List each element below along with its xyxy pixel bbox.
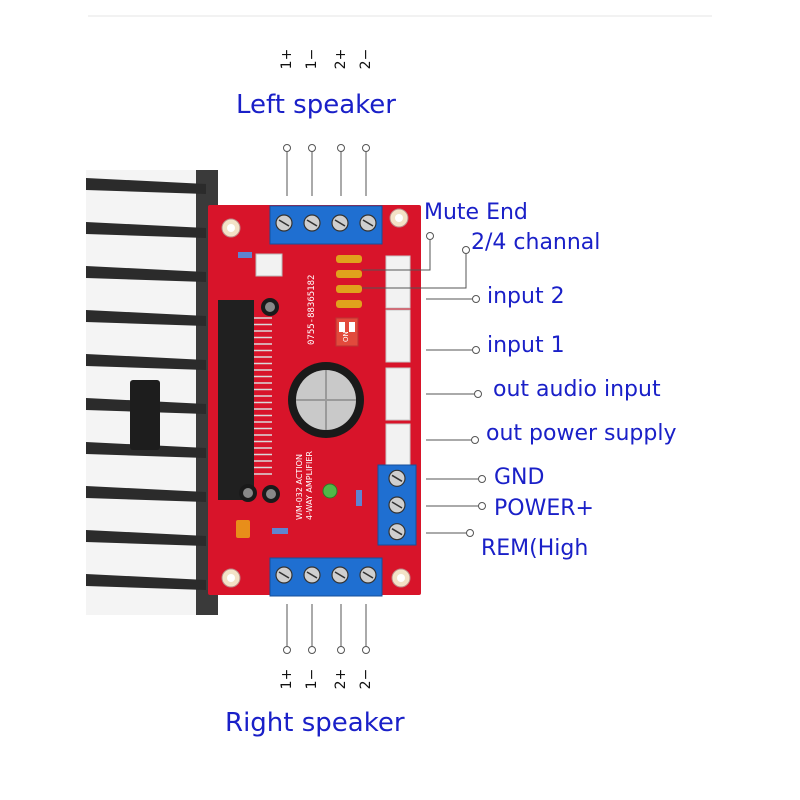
screw-slot — [306, 571, 318, 579]
screw-slot — [334, 571, 346, 579]
leader-dot — [308, 144, 316, 152]
power-terminal-block — [377, 464, 417, 546]
heatsink-fin — [86, 178, 206, 194]
left-speaker-title: Left speaker — [236, 90, 396, 120]
silk-subtitle: 4-WAY AMPLIFIER — [305, 451, 314, 520]
leader-dot — [472, 346, 480, 354]
heatsink-fin — [86, 574, 206, 590]
heatsink — [86, 170, 218, 615]
heatsink-fin — [86, 530, 206, 546]
leader-dot — [426, 232, 434, 240]
leader-dot — [478, 502, 486, 510]
out-power-label: out power supply — [486, 421, 677, 446]
heatsink-fin — [86, 354, 206, 370]
leader-dot — [472, 295, 480, 303]
leader-dot — [283, 646, 291, 654]
top-pin-label: 2− — [358, 48, 374, 70]
silk-model: WM-032 ACTION — [295, 454, 304, 520]
leader-dot — [337, 144, 345, 152]
heatsink-fin — [86, 266, 206, 282]
right-speaker-title: Right speaker — [225, 708, 405, 738]
top-terminal-block — [269, 205, 383, 245]
channel-label: 2/4 channal — [471, 230, 601, 255]
heatsink-fin — [86, 486, 206, 502]
silk-phone: 0755-88365182 — [307, 275, 317, 345]
leader-dot — [462, 246, 470, 254]
screw-slot — [362, 219, 374, 227]
leader-dot — [308, 646, 316, 654]
top-pin-label: 2+ — [333, 48, 349, 70]
rem-label: REM(High — [481, 536, 589, 561]
leader-dot — [471, 436, 479, 444]
bottom-terminal-block — [269, 557, 383, 597]
screw-slot — [391, 527, 403, 536]
bottom-pin-label: 1+ — [279, 668, 295, 690]
leader-dot — [362, 646, 370, 654]
silk-switch-on: ON — [342, 331, 350, 342]
gnd-label: GND — [494, 465, 545, 490]
leader-dot — [283, 144, 291, 152]
heatsink-fin — [86, 310, 206, 326]
leader-line — [362, 240, 431, 271]
out-audio-label: out audio input — [493, 377, 661, 402]
pcb: 0755-88365182 WM-032 ACTION 4-WAY AMPLIF… — [208, 205, 421, 595]
bottom-pin-label: 1− — [304, 668, 320, 690]
leader-lines — [283, 144, 486, 654]
leader-dot — [466, 529, 474, 537]
screw-slot — [278, 571, 290, 579]
bottom-pin-label: 2+ — [333, 668, 349, 690]
leader-dot — [474, 390, 482, 398]
leader-dot — [337, 646, 345, 654]
top-pin-label: 1+ — [279, 48, 295, 70]
mute-end-label: Mute End — [424, 200, 528, 225]
screw-slot — [391, 501, 403, 509]
leader-dot — [362, 144, 370, 152]
power-plus-label: POWER+ — [494, 496, 594, 521]
leader-dot — [478, 475, 486, 483]
leader-line — [362, 254, 467, 289]
screw-slot — [391, 474, 403, 483]
screw-slot — [334, 219, 346, 227]
screw-slot — [278, 219, 290, 227]
input1-label: input 1 — [487, 333, 565, 358]
top-pin-label: 1− — [304, 48, 320, 70]
heatsink-fin — [86, 222, 206, 238]
screw-slot — [306, 219, 318, 227]
input2-label: input 2 — [487, 284, 565, 309]
bottom-pin-label: 2− — [358, 668, 374, 690]
screw-slot — [362, 571, 374, 579]
